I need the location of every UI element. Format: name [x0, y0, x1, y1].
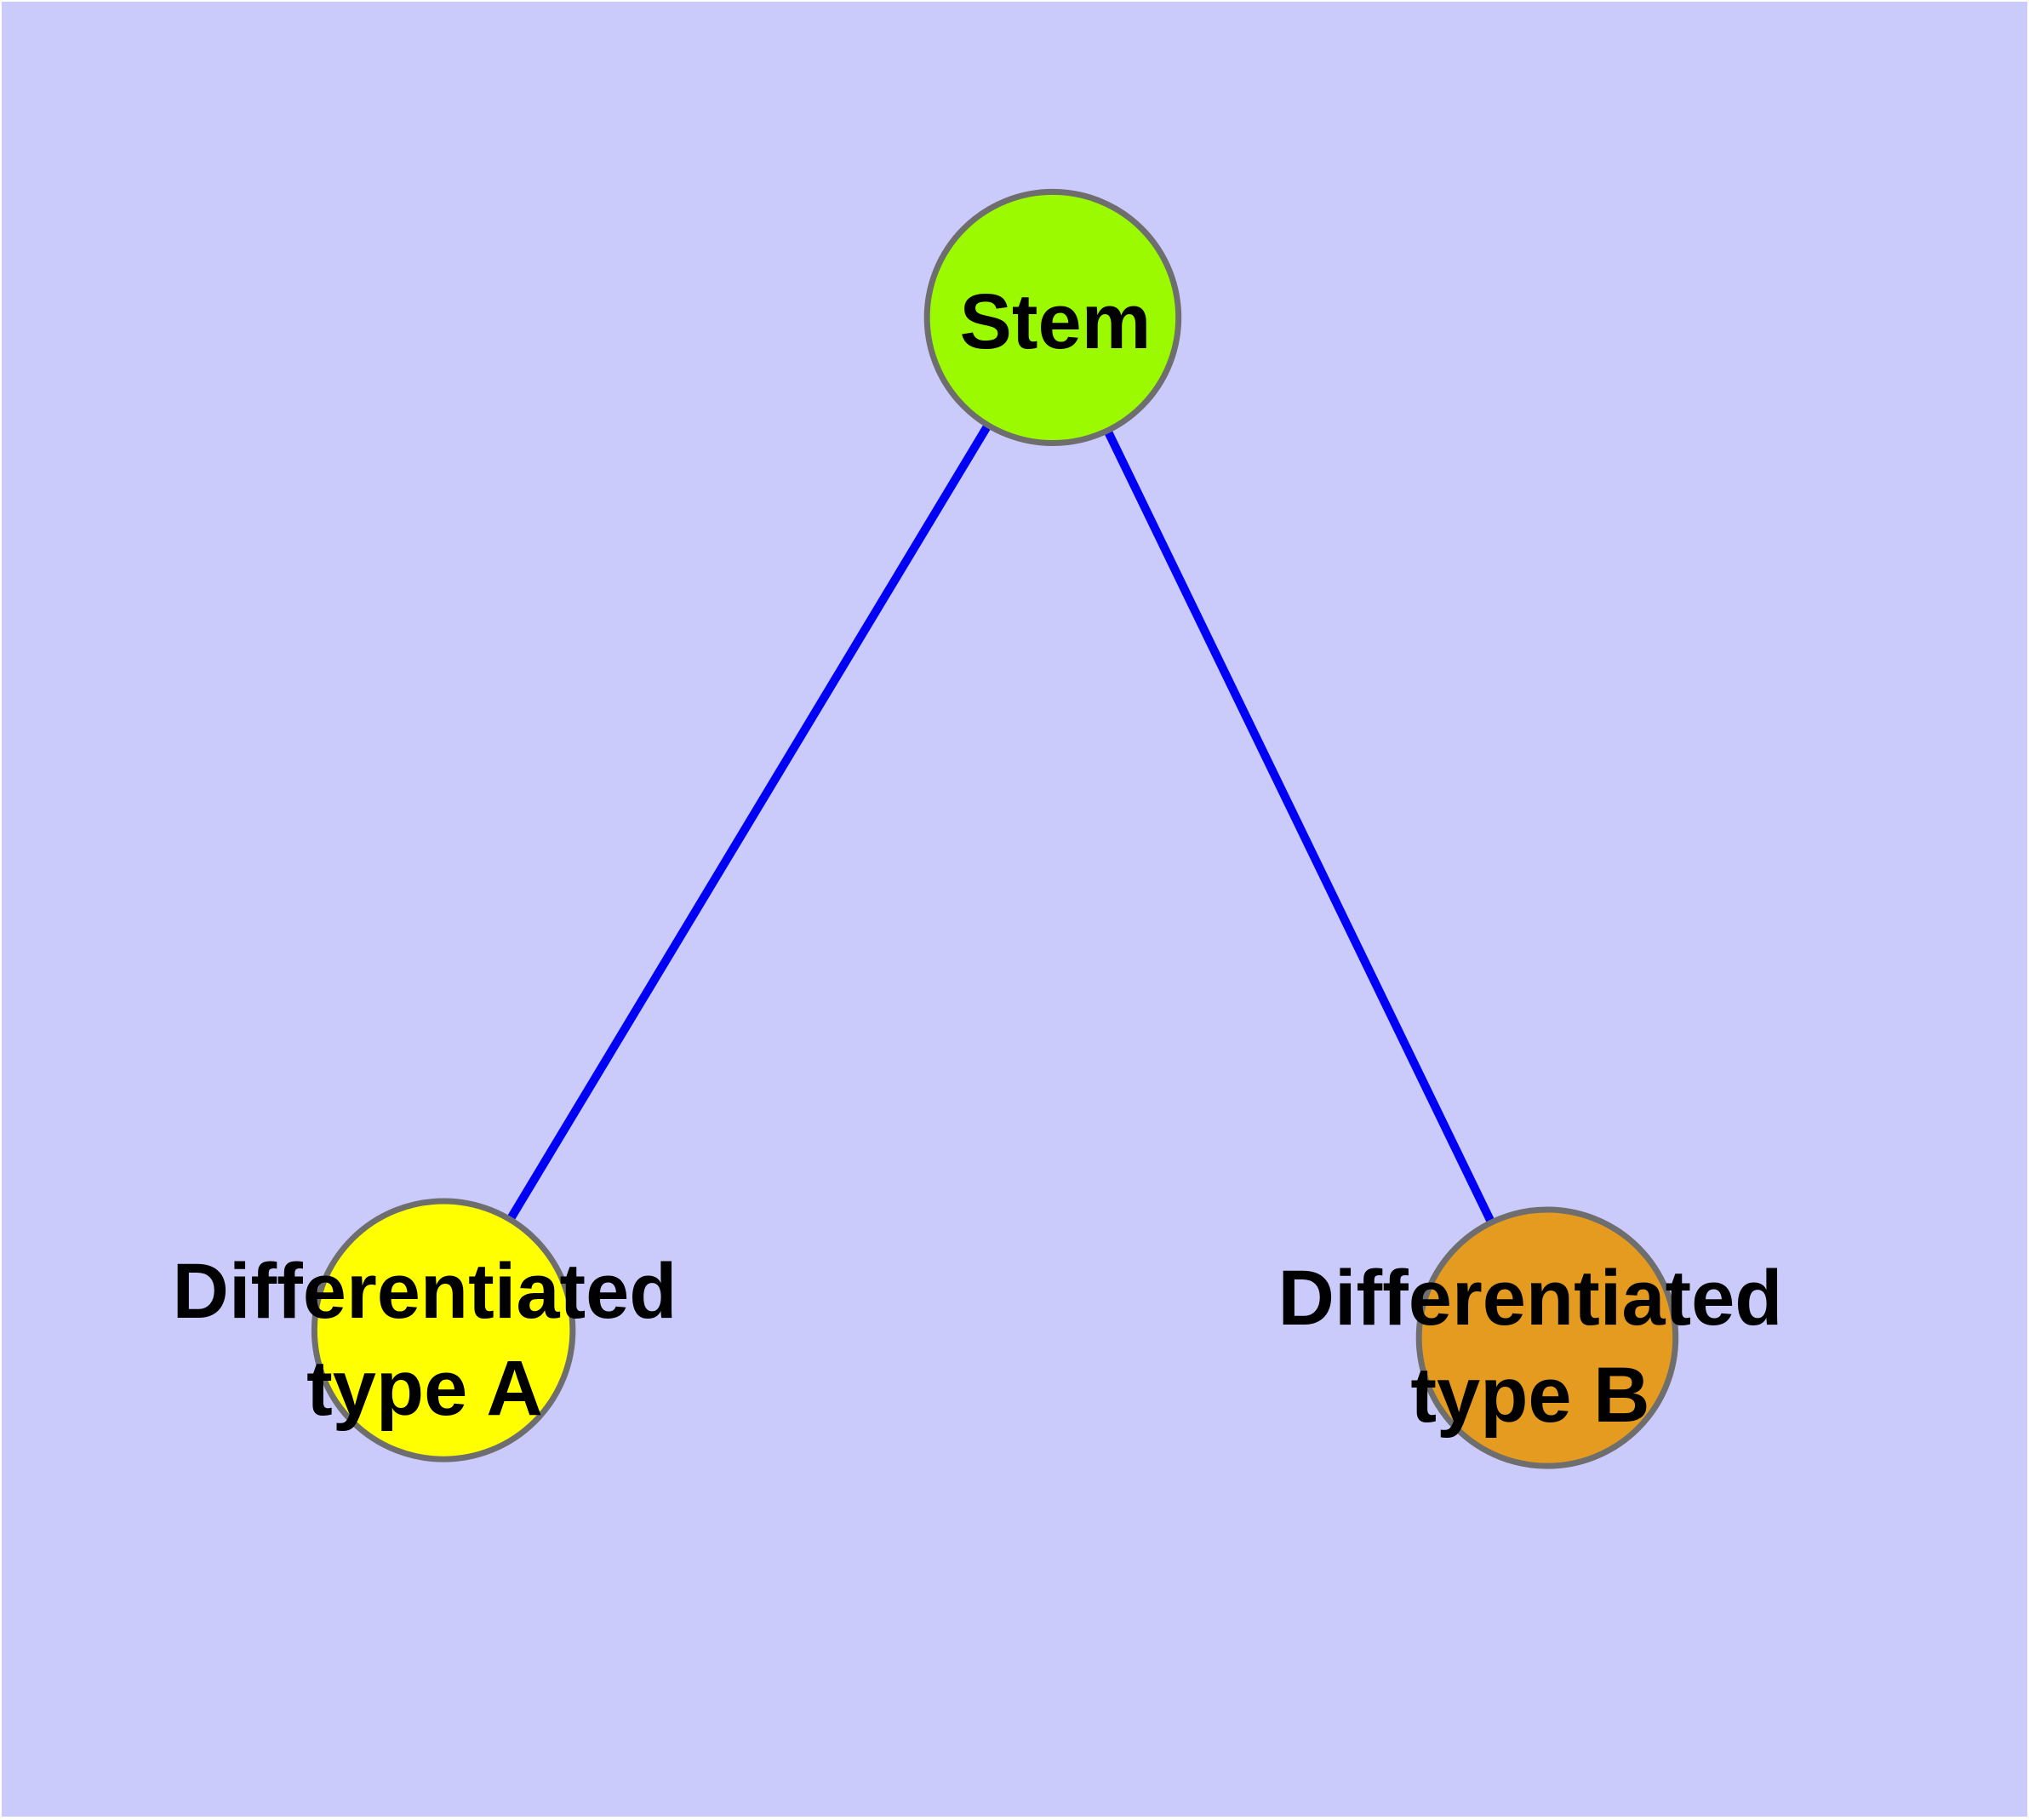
- node-stem-circle: [923, 188, 1182, 447]
- node-type-a-circle: [311, 1198, 576, 1462]
- node-type-a-label-line2: type A: [306, 1345, 543, 1432]
- node-type-a-label: Differentiated type A: [173, 1243, 677, 1437]
- node-type-b-circle: [1415, 1206, 1679, 1469]
- node-stem-label: Stem: [959, 278, 1152, 365]
- edge-stem-to-type-a: [439, 315, 1057, 1333]
- node-type-b-label-line2: type B: [1410, 1352, 1650, 1439]
- edge-stem-to-type-b: [1049, 315, 1552, 1340]
- node-type-b-label-line1: Differentiated: [1277, 1255, 1783, 1342]
- node-type-a-label-line1: Differentiated: [172, 1248, 677, 1335]
- node-type-b-label: Differentiated type B: [1278, 1250, 1783, 1444]
